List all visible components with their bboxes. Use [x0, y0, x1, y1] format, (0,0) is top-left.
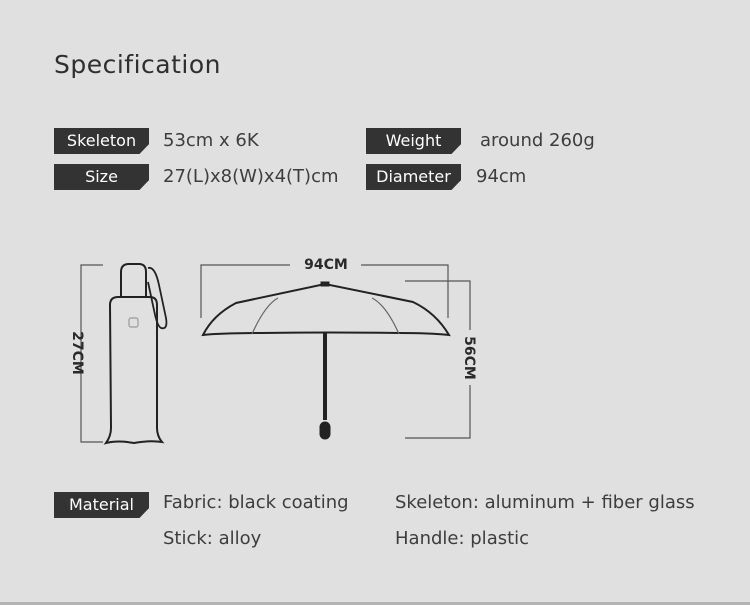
diameter-value: 94cm [476, 166, 527, 187]
material-stick: Stick: alloy [163, 528, 262, 549]
skeleton-label: Skeleton [54, 128, 149, 154]
material-fabric: Fabric: black coating [163, 492, 349, 513]
material-handle: Handle: plastic [395, 528, 530, 549]
page-title: Specification [54, 50, 222, 79]
open-diameter-label: 94CM [304, 257, 348, 273]
weight-label: Weight [366, 128, 461, 154]
material-skeleton: Skeleton: aluminum + fiber glass [395, 492, 695, 513]
material-label: Material [54, 492, 149, 518]
diameter-label: Diameter [366, 164, 461, 190]
open-umbrella-icon [200, 264, 471, 440]
folded-umbrella-icon [80, 263, 168, 445]
skeleton-value: 53cm x 6K [163, 130, 259, 151]
folded-length-label: 27CM [69, 331, 85, 375]
weight-value: around 260g [480, 130, 595, 151]
size-value: 27(L)x8(W)x4(T)cm [163, 166, 339, 187]
size-label: Size [54, 164, 149, 190]
open-height-label: 56CM [461, 336, 477, 380]
bottom-divider [0, 602, 750, 605]
